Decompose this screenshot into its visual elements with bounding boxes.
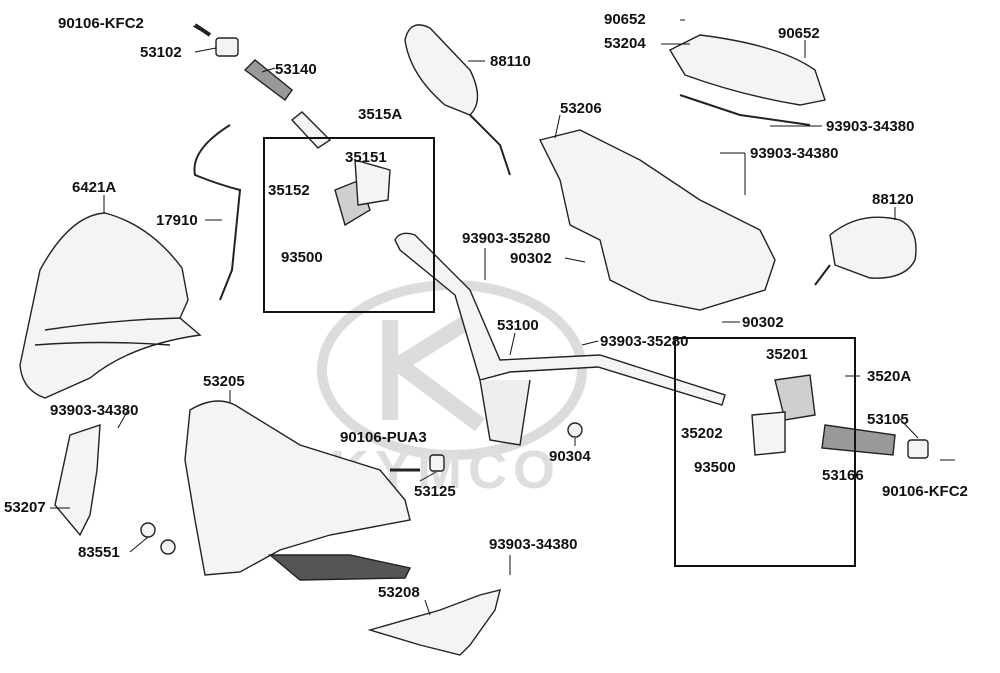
bolt-90304-part — [567, 422, 583, 438]
label-35152: 35152 — [268, 182, 310, 199]
washer-part-b — [160, 539, 176, 555]
label-93903-34380-c: 93903-34380 — [50, 402, 139, 419]
side-trim-part — [54, 424, 101, 537]
label-53205: 53205 — [203, 373, 245, 390]
label-90106-kfc2-top: 90106-KFC2 — [58, 15, 144, 32]
label-93903-35280-b: 93903-35280 — [600, 333, 689, 350]
label-53125: 53125 — [414, 483, 456, 500]
meter-cover-part — [669, 34, 826, 106]
grip-end-cap-part — [215, 37, 239, 57]
throttle-cable-part — [193, 124, 242, 301]
label-3520a: 3520A — [867, 368, 912, 385]
label-90106-kfc2-bottom: 90106-KFC2 — [882, 483, 968, 500]
label-3515a: 3515A — [358, 106, 403, 123]
lower-trim-part — [367, 589, 501, 656]
label-6421a: 6421A — [72, 179, 117, 196]
label-53206: 53206 — [560, 100, 602, 117]
rear-handle-cover-part — [538, 129, 776, 311]
right-mirror-part — [829, 216, 917, 279]
right-grip-part — [821, 424, 896, 456]
grip-bolt-part — [193, 23, 212, 37]
label-53105: 53105 — [867, 411, 909, 428]
label-53166: 53166 — [822, 467, 864, 484]
label-90302-b: 90302 — [742, 314, 784, 331]
windscreen-part — [19, 212, 202, 399]
label-93903-35280-a: 93903-35280 — [462, 230, 551, 247]
label-90302-a: 90302 — [510, 250, 552, 267]
throttle-tube-part — [290, 111, 332, 149]
label-17910: 17910 — [156, 212, 198, 229]
handlebar-part — [394, 232, 726, 406]
label-93903-34380-a: 93903-34380 — [826, 118, 915, 135]
front-handle-cover-part — [184, 400, 411, 576]
label-88120: 88120 — [872, 191, 914, 208]
label-93500-right: 93500 — [694, 459, 736, 476]
label-53102: 53102 — [140, 44, 182, 61]
label-53208: 53208 — [378, 584, 420, 601]
washer-part-a — [140, 522, 156, 538]
right-switch-housing-part — [774, 374, 816, 421]
label-35202: 35202 — [681, 425, 723, 442]
switch-assy-3520a-box — [674, 337, 856, 567]
label-93903-34380-d: 93903-34380 — [489, 536, 578, 553]
label-90652-b: 90652 — [778, 25, 820, 42]
label-88110: 88110 — [490, 53, 531, 70]
switch-assy-3515a-box — [263, 137, 435, 313]
label-90304: 90304 — [549, 448, 591, 465]
front-cover-lower-trim-part — [268, 554, 412, 581]
nut-53125-part — [429, 454, 445, 472]
label-93500-left: 93500 — [281, 249, 323, 266]
label-53140: 53140 — [275, 61, 317, 78]
label-35151: 35151 — [345, 149, 387, 166]
right-grip-end-cap-part — [907, 439, 929, 459]
left-grip-part — [243, 59, 293, 101]
label-83551: 83551 — [78, 544, 120, 561]
label-90106-pua3: 90106-PUA3 — [340, 429, 427, 446]
label-53207: 53207 — [4, 499, 46, 516]
label-53100: 53100 — [497, 317, 539, 334]
label-35201: 35201 — [766, 346, 808, 363]
label-93903-34380-b: 93903-34380 — [750, 145, 839, 162]
label-90652-a: 90652 — [604, 11, 646, 28]
left-mirror-part — [404, 24, 479, 116]
leader-lines — [50, 19, 955, 616]
label-53204: 53204 — [604, 35, 646, 52]
